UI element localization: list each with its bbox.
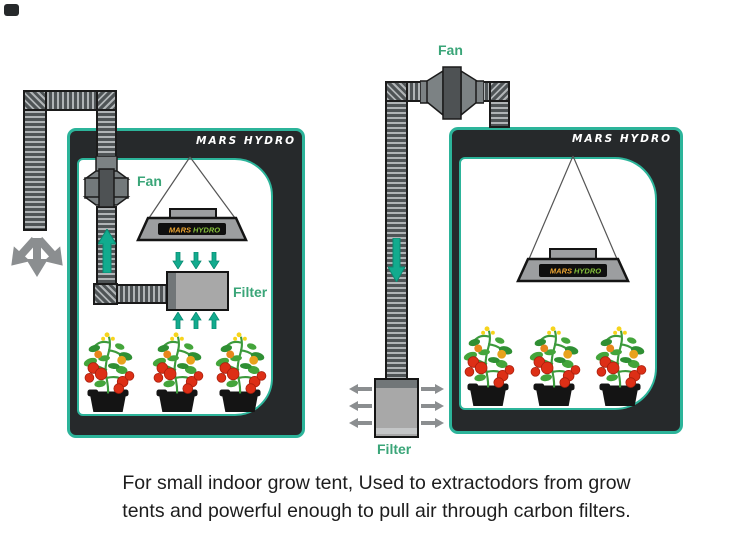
- inline-fan-left: [82, 156, 131, 208]
- lamp-hanger-wire: [572, 155, 618, 260]
- caption-line-2: tents and powerful enough to pull air th…: [122, 499, 631, 522]
- lamp-logo-mars: MARS: [550, 267, 572, 276]
- filter-exhaust-left-arrows-icon: [349, 384, 372, 428]
- tomato-plant: [522, 321, 586, 407]
- lamp-logo-band: [539, 264, 607, 277]
- filter-label-right: Filter: [377, 441, 412, 457]
- duct-into-tent: [96, 109, 117, 158]
- duct-elbow: [385, 81, 408, 102]
- grow-light-right: MARS HYDRO: [516, 155, 630, 283]
- lamp-hanger-wire: [148, 156, 191, 219]
- filter-label-left: Filter: [233, 284, 268, 300]
- filter-end-cap: [376, 428, 417, 434]
- fan-label-left: Fan: [137, 173, 162, 189]
- duct-to-filter: [116, 284, 168, 304]
- filter-connector: [168, 273, 176, 309]
- lamp-hanger-wire: [189, 156, 236, 219]
- duct-horizontal: [45, 90, 98, 111]
- tent-right-brand-logo: MARS HYDRO: [572, 133, 672, 145]
- lamp-logo-hydro: HYDRO: [574, 267, 601, 276]
- caption: For small indoor grow tent, Used to extr…: [0, 470, 753, 525]
- lamp-logo-band: [158, 223, 226, 235]
- caption-line-1: For small indoor grow tent, Used to extr…: [122, 472, 631, 494]
- lamp-logo-mars: MARS: [169, 226, 191, 235]
- lamp-hanger-wire: [528, 155, 574, 260]
- tent-left-brand-logo: MARS HYDRO: [196, 135, 296, 147]
- carbon-filter-left: [166, 271, 229, 311]
- filter-connector: [376, 380, 417, 388]
- grow-light-left: MARS HYDRO: [136, 156, 248, 242]
- duct-elbow: [489, 81, 510, 102]
- carbon-filter-right: [374, 378, 419, 438]
- filter-exhaust-right-arrows-icon: [421, 384, 444, 428]
- lamp-logo-hydro: HYDRO: [193, 226, 220, 235]
- tomato-plant: [456, 321, 520, 407]
- tomato-plant: [588, 321, 652, 407]
- duct-elbow: [23, 90, 47, 111]
- tomato-plant: [208, 327, 272, 413]
- tent-right-interior: [459, 157, 657, 410]
- duct-into-tent-top: [489, 100, 510, 128]
- inline-fan-right: [420, 66, 484, 120]
- exhaust-spread-arrows-icon: [11, 236, 63, 277]
- tomato-plant: [76, 327, 140, 413]
- duct-vertical-exhaust: [23, 109, 47, 231]
- airflow-up-arrow-icon: [98, 229, 116, 273]
- tomato-plant: [145, 327, 209, 413]
- filter-intake-up-arrows-icon: [172, 312, 220, 329]
- filter-intake-down-arrows-icon: [172, 252, 220, 269]
- corner-mark: [4, 4, 19, 16]
- fan-label-right: Fan: [438, 42, 463, 58]
- duct-elbow: [93, 283, 118, 305]
- airflow-down-arrow-icon: [388, 238, 405, 282]
- duct-elbow: [96, 90, 117, 111]
